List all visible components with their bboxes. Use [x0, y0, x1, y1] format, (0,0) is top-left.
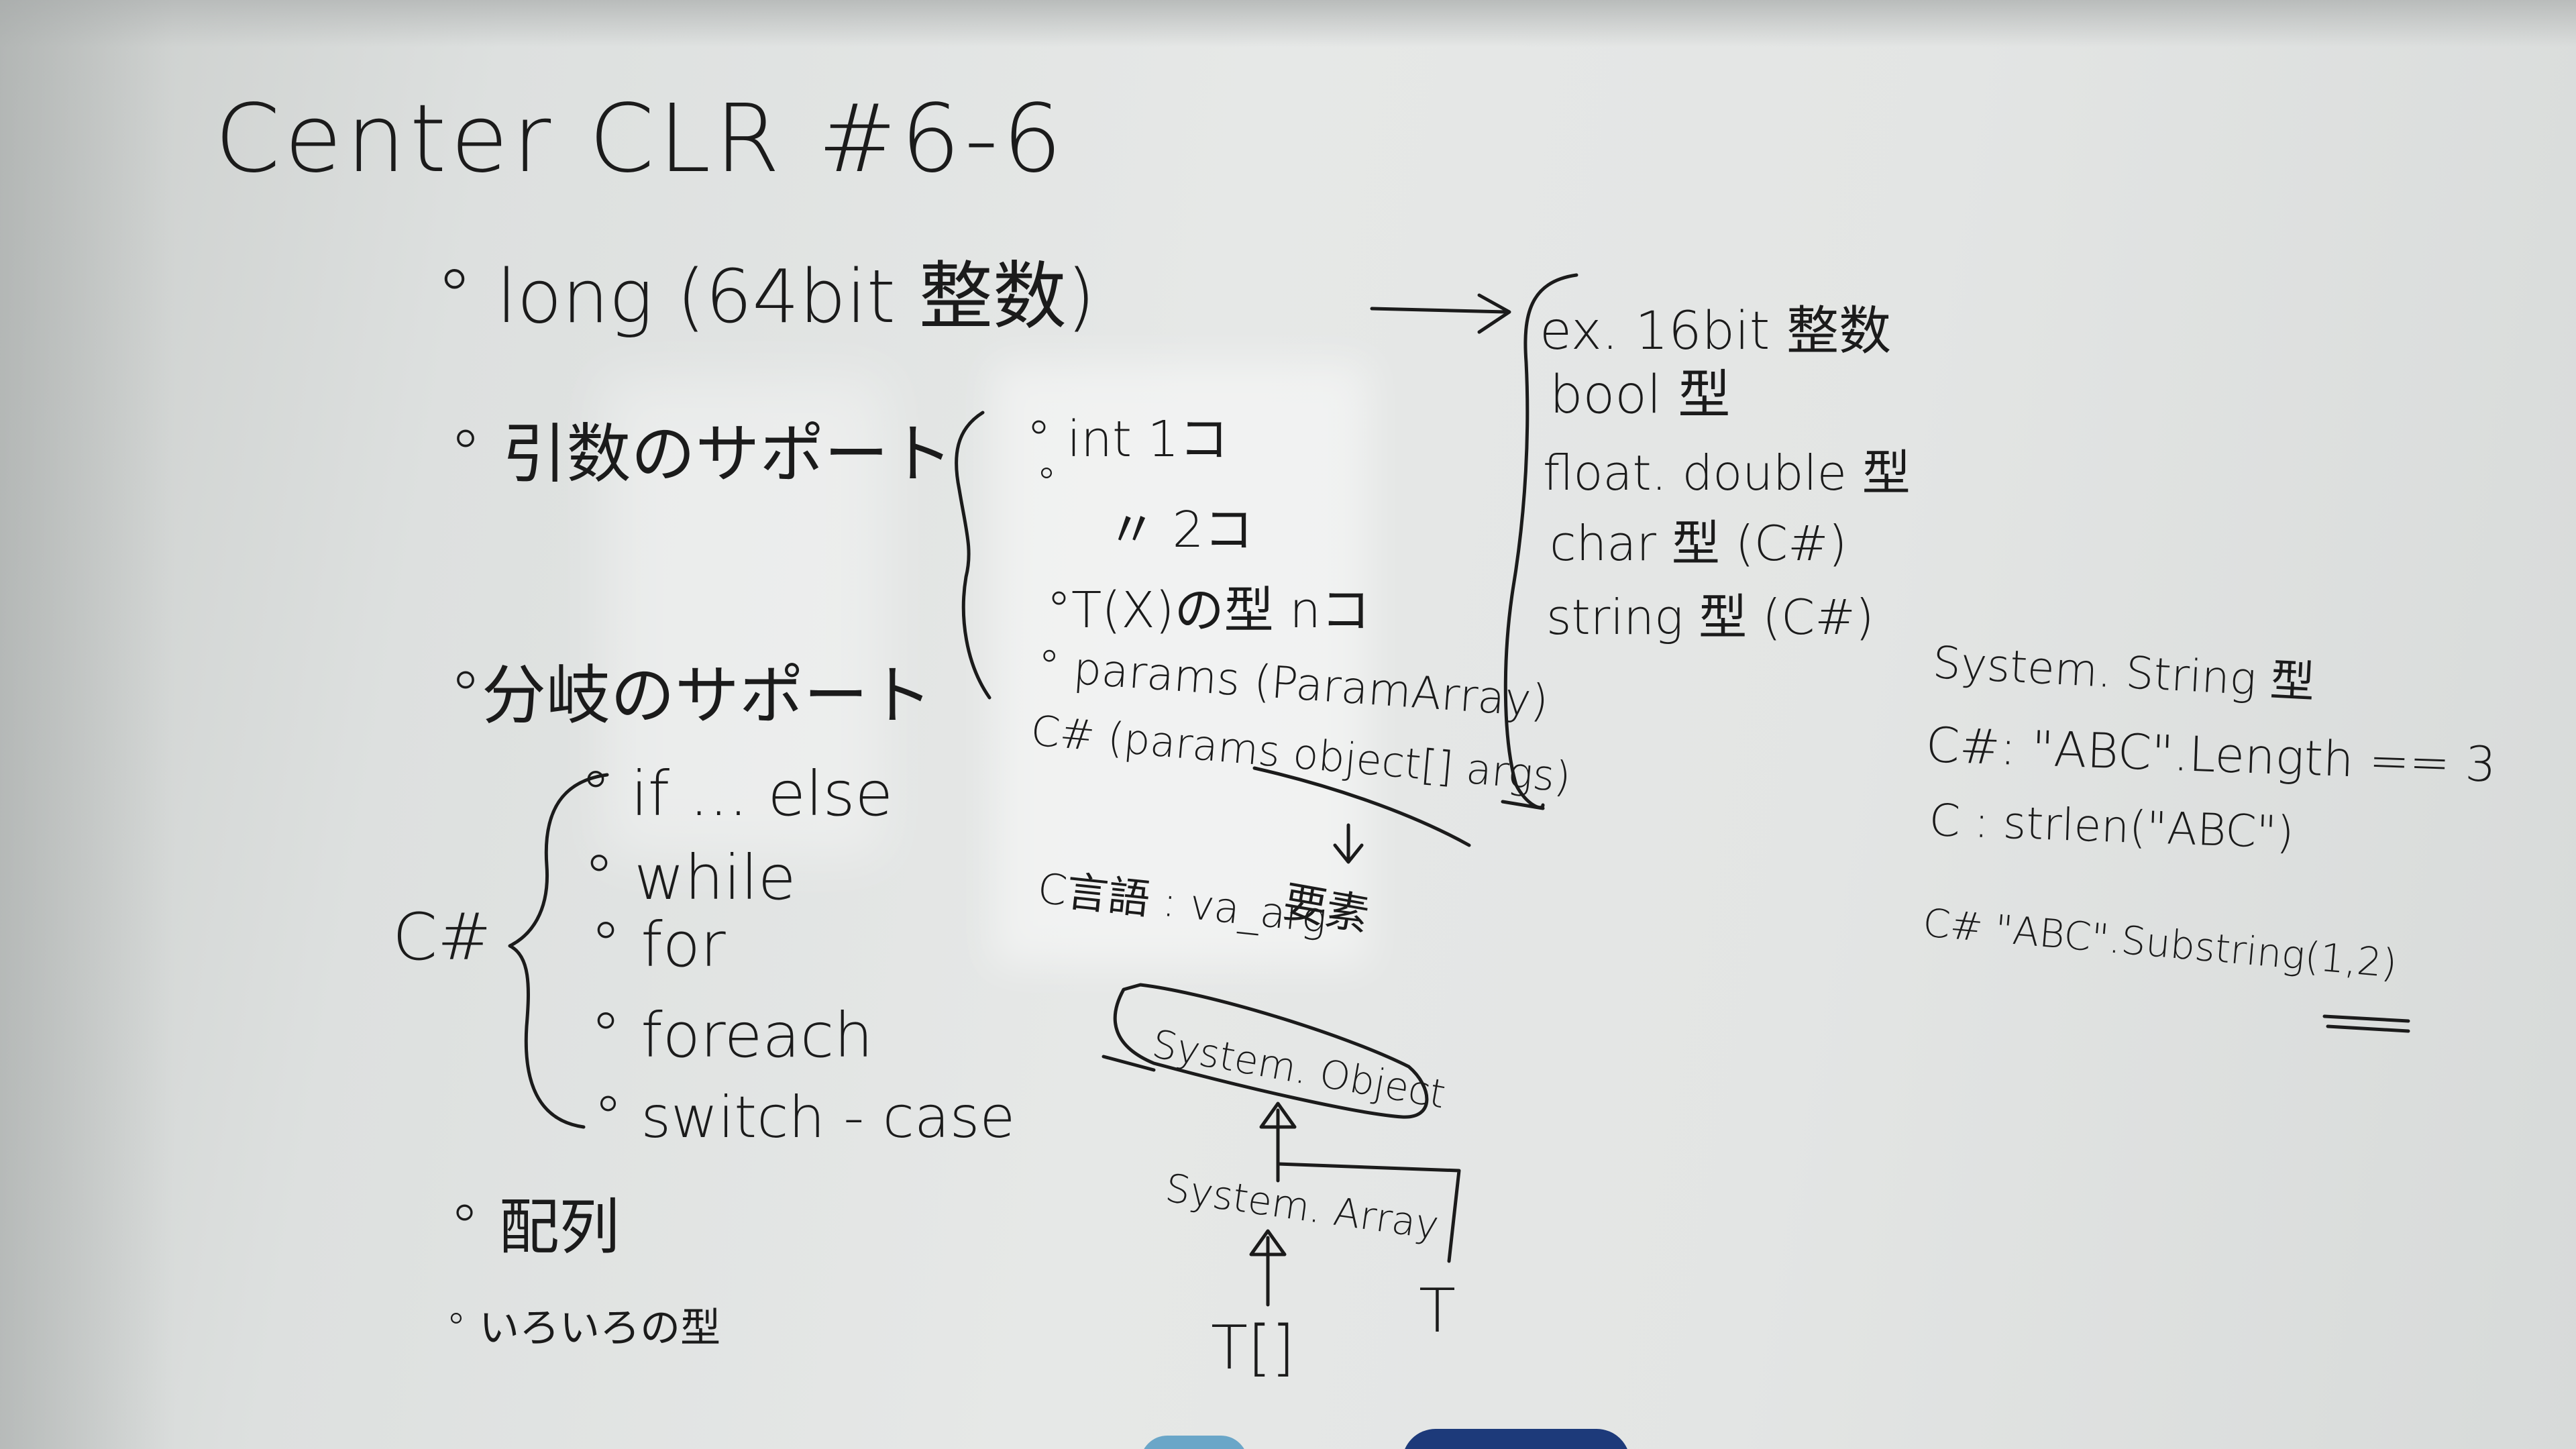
underline-object-args	[1252, 766, 1471, 847]
board-top-shadow	[0, 0, 2576, 47]
brace-type-list-tail	[1501, 800, 1545, 810]
down-arrow-head	[1333, 843, 1364, 864]
item-long: ° long (64bit 整数)	[436, 254, 1095, 339]
string-note-length: C#: "ABC".Length == 3	[1925, 716, 2497, 793]
marker-cap-blue	[1140, 1436, 1248, 1449]
item-array: ° 配列	[449, 1192, 620, 1263]
arg-item-n: °T(X)の型 nコ	[1046, 582, 1371, 639]
brace-type-list	[1503, 273, 1578, 810]
branch-item-if-else: ° if ... else	[580, 758, 893, 830]
box-tail-line	[1102, 1055, 1156, 1072]
marker-cap-navy	[1402, 1429, 1630, 1449]
light-glare	[604, 376, 885, 859]
hierarchy-array-type: T[]	[1211, 1313, 1295, 1383]
brace-arg-list	[955, 411, 991, 700]
branch-item-for: ° for	[590, 909, 726, 981]
type-item-char: char 型 (C#)	[1550, 515, 1847, 572]
system-object-box	[1113, 983, 1429, 1119]
branch-item-foreach: ° foreach	[590, 1000, 873, 1071]
arg-item-blank: °	[1036, 460, 1057, 506]
brace-branch-list	[508, 773, 609, 1129]
branch-line-to-t	[1276, 1162, 1461, 1263]
type-item-float-double: float. double 型	[1543, 445, 1911, 501]
item-branch-support: °分岐のサポート	[449, 658, 932, 733]
light-glare	[993, 362, 1368, 966]
type-item-string: string 型 (C#)	[1546, 589, 1874, 645]
hierarchy-generic-type: T	[1419, 1276, 1456, 1346]
array-arrow-head	[1249, 1229, 1287, 1256]
arg-item-two: 〃 2コ	[1107, 501, 1254, 559]
csharp-label: C#	[392, 900, 491, 975]
string-note-strlen: C : strlen("ABC")	[1928, 794, 2294, 859]
hierarchy-root: System. Object	[1149, 1021, 1449, 1118]
underline-substring-args	[2322, 1014, 2410, 1023]
underline-substring-args-2	[2326, 1024, 2410, 1033]
inherit-arrow-head	[1259, 1102, 1297, 1129]
item-various-types: ° いろいろの型	[446, 1305, 720, 1352]
board-left-shadow	[0, 0, 174, 1449]
arrow-long-to-types-head	[1477, 293, 1511, 334]
item-args-support: ° 引数のサポート	[449, 417, 953, 492]
hierarchy-child: System. Array	[1163, 1165, 1442, 1248]
branch-item-switch-case: ° switch - case	[594, 1084, 1015, 1151]
branch-item-while: ° while	[584, 842, 796, 914]
arg-item-int-one: ° int 1コ	[1026, 411, 1229, 468]
board-title: Center CLR #6-6	[215, 85, 1066, 194]
type-item-16bit: ex. 16bit 整数	[1540, 301, 1891, 362]
c-language-va-arg: C言語 : va_arg	[1035, 863, 1329, 943]
string-note-substring: C# "ABC".Substring(1,2)	[1921, 900, 2399, 987]
arrow-long-to-types	[1370, 307, 1508, 314]
type-item-bool: bool 型	[1550, 365, 1730, 425]
string-notes-header: System. String 型	[1931, 637, 2316, 708]
